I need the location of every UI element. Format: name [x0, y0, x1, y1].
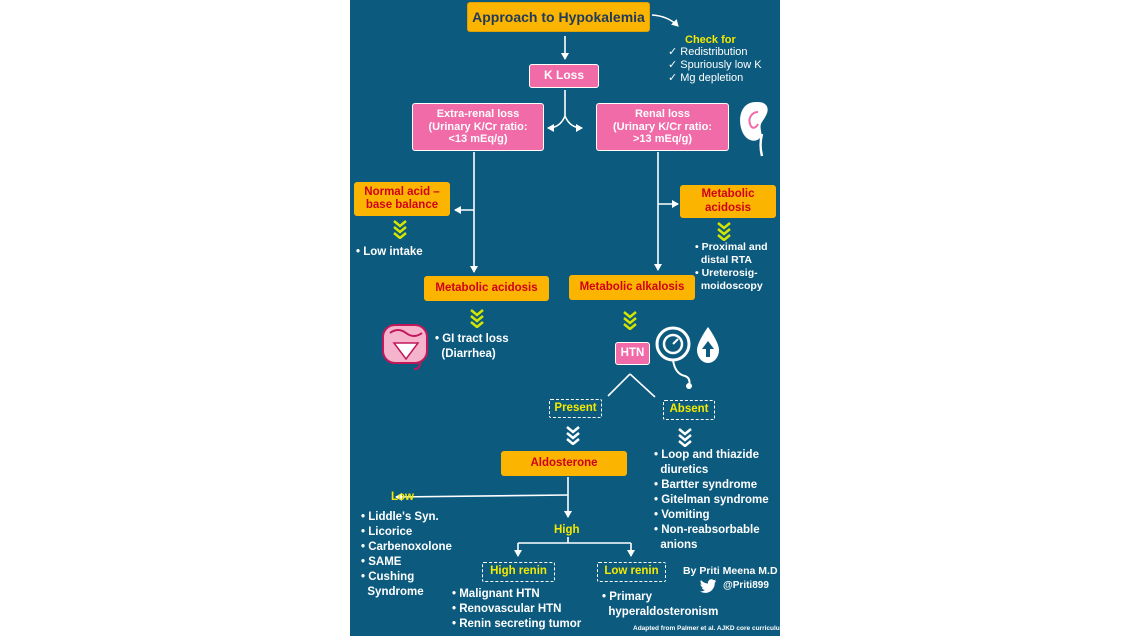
normal-acid-base-line1: Normal acid –	[364, 185, 440, 198]
low-item: • Cushing	[361, 571, 415, 583]
absent-item: • Vomiting	[654, 509, 710, 521]
absent-item: anions	[654, 539, 698, 551]
check-for-item: ✓ Spuriously low K	[668, 59, 762, 71]
chevron-down-icon	[678, 428, 692, 447]
rta-item: distal RTA	[695, 254, 752, 266]
extra-renal-loss-box: Extra-renal loss (Urinary K/Cr ratio: <1…	[412, 103, 544, 151]
htn-to-present-line	[607, 373, 631, 397]
rta-item: • Ureterosig-	[695, 267, 758, 279]
present-label: Present	[549, 399, 602, 418]
author-credit: By Priti Meena M.D	[683, 565, 778, 577]
metabolic-acidosis-right-line1: Metabolic	[701, 188, 755, 201]
extra-renal-ratio-value: <13 mEq/g)	[448, 133, 508, 146]
kidney-icon	[740, 102, 768, 157]
low-item: Syndrome	[361, 586, 424, 598]
flow-connectors	[395, 14, 679, 557]
renal-ratio-value: >13 mEq/g)	[633, 133, 692, 146]
renal-title: Renal loss	[634, 108, 691, 121]
rta-item: moidoscopy	[695, 280, 763, 292]
renal-ratio-label: (Urinary K/Cr ratio:	[612, 120, 713, 133]
low-item: • SAME	[361, 556, 402, 568]
absent-label: Absent	[663, 400, 715, 420]
low-renin-label: Low renin	[597, 562, 666, 582]
gi-loss-item: (Diarrhea)	[435, 348, 496, 360]
to-low-arrow	[395, 492, 569, 501]
high-renin-label: High renin	[482, 562, 555, 582]
check-for-item: ✓ Redistribution	[668, 46, 748, 58]
low-label: Low	[391, 491, 414, 503]
k-loss-box: K Loss	[529, 64, 599, 88]
blood-drop-up-arrow-icon	[697, 327, 719, 363]
source-note: Adapted from Palmer et al. AJKD core cur…	[633, 625, 780, 632]
page-title: Approach to Hypokalemia	[467, 2, 650, 32]
normal-acid-base-box: Normal acid – base balance	[354, 182, 450, 216]
low-intake-item: • Low intake	[356, 246, 423, 258]
htn-to-absent-line	[629, 373, 656, 398]
chevron-down-icon	[470, 309, 484, 328]
check-for-item: ✓ Mg depletion	[668, 72, 744, 84]
absent-item: • Loop and thiazide	[654, 449, 759, 461]
metabolic-alkalosis-box: Metabolic alkalosis	[569, 275, 695, 300]
to-extrarenal-arrow	[547, 115, 566, 132]
absent-item: diuretics	[654, 464, 709, 476]
extra-renal-title: Extra-renal loss	[436, 108, 520, 121]
low-renin-item: • Primary	[602, 591, 653, 603]
infographic-panel: Approach to Hypokalemia Check for ✓ Redi…	[350, 0, 780, 636]
gi-loss-item: • GI tract loss	[435, 333, 509, 345]
metabolic-acidosis-box: Metabolic acidosis	[424, 276, 549, 301]
high-label: High	[554, 524, 580, 536]
high-renin-item: • Malignant HTN	[452, 588, 540, 600]
twitter-bird-icon	[700, 579, 717, 593]
renal-loss-box: Renal loss (Urinary K/Cr ratio: >13 mEq/…	[596, 103, 729, 151]
low-item: • Carbenoxolone	[361, 541, 452, 553]
metabolic-acidosis-right-box: Metabolic acidosis	[680, 185, 776, 218]
absent-item: • Non-reabsorbable	[654, 524, 760, 536]
to-renal-arrow	[564, 115, 583, 132]
extra-renal-ratio-label: (Urinary K/Cr ratio:	[428, 120, 528, 133]
check-for-heading: Check for	[685, 34, 736, 46]
rta-item: • Proximal and	[695, 241, 768, 253]
metabolic-acidosis-right-line2: acidosis	[704, 201, 752, 214]
author-handle: @Priti899	[723, 580, 769, 591]
chevron-down-icon	[717, 222, 731, 241]
htn-box: HTN	[615, 342, 650, 365]
high-renin-item: • Renovascular HTN	[452, 603, 562, 615]
low-renin-item: hyperaldosteronism	[602, 606, 719, 618]
intestine-icon	[382, 324, 428, 370]
low-item: • Licorice	[361, 526, 413, 538]
chevron-down-icon	[623, 311, 637, 330]
absent-item: • Gitelman syndrome	[654, 494, 769, 506]
absent-item: • Bartter syndrome	[654, 479, 758, 491]
chevron-down-icon	[393, 220, 407, 239]
blood-pressure-monitor-icon	[655, 326, 692, 389]
check-for-arrow	[651, 14, 679, 27]
low-item: • Liddle's Syn.	[361, 511, 439, 523]
normal-acid-base-line2: base balance	[365, 199, 439, 211]
aldosterone-box: Aldosterone	[501, 451, 627, 476]
chevron-down-icon	[566, 426, 580, 445]
high-renin-item: • Renin secreting tumor	[452, 618, 582, 630]
